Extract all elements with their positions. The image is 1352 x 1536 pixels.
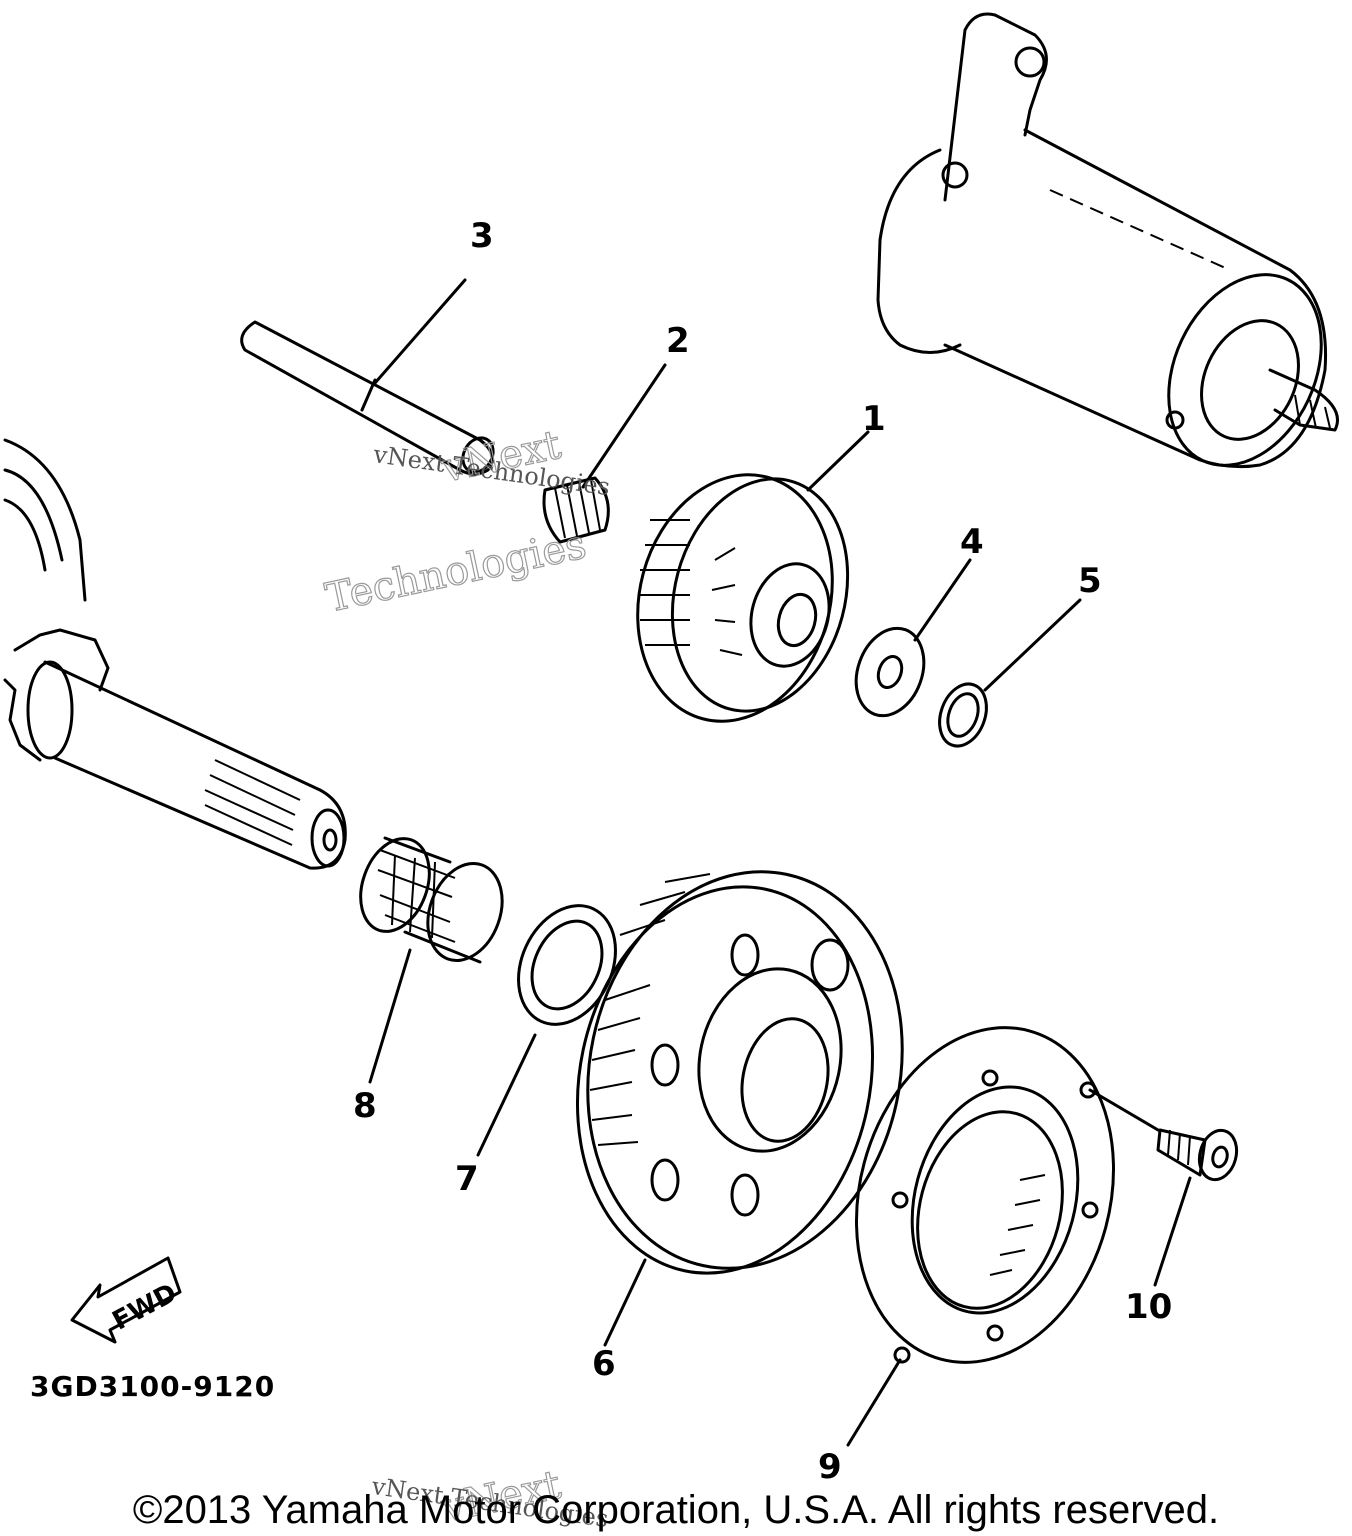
callout-9: 9 xyxy=(818,1447,842,1487)
starter-motor xyxy=(876,12,1339,469)
callout-4: 4 xyxy=(960,522,984,562)
callout-10: 10 xyxy=(1125,1287,1172,1327)
callout-5: 5 xyxy=(1078,561,1102,601)
callout-7: 7 xyxy=(455,1159,479,1199)
callout-1: 1 xyxy=(862,399,886,439)
crankshaft xyxy=(3,438,347,870)
watermark-line2-top: Technologies xyxy=(322,522,591,622)
callout-8: 8 xyxy=(353,1086,377,1126)
callout-3: 3 xyxy=(470,216,494,256)
part-3-shaft xyxy=(240,320,495,476)
part-10-bolt xyxy=(1156,1128,1239,1182)
part-1-starter-clutch-gear xyxy=(636,473,850,723)
callout-6: 6 xyxy=(592,1344,616,1384)
part-5-circlip xyxy=(938,682,988,748)
callout-2: 2 xyxy=(666,321,690,361)
fwd-arrow: FWD xyxy=(70,1256,182,1344)
callout-labels: 1 2 3 4 5 6 7 8 9 10 xyxy=(353,216,1172,1487)
part-2-idler-gear xyxy=(542,476,610,544)
part-6-wheel-gear xyxy=(575,870,904,1275)
part-9-one-way-clutch xyxy=(854,1026,1116,1364)
part-8-bearing xyxy=(359,836,504,964)
part-4-washer xyxy=(854,626,926,718)
drawing-code: 3GD3100-9120 xyxy=(30,1370,276,1403)
watermark: vNext Technologies vNext Technologies vN… xyxy=(321,421,612,1533)
copyright-notice: ©2013 Yamaha Motor Corporation, U.S.A. A… xyxy=(132,1488,1220,1532)
leader-lines xyxy=(368,278,1192,1447)
part-7-washer xyxy=(517,904,617,1026)
